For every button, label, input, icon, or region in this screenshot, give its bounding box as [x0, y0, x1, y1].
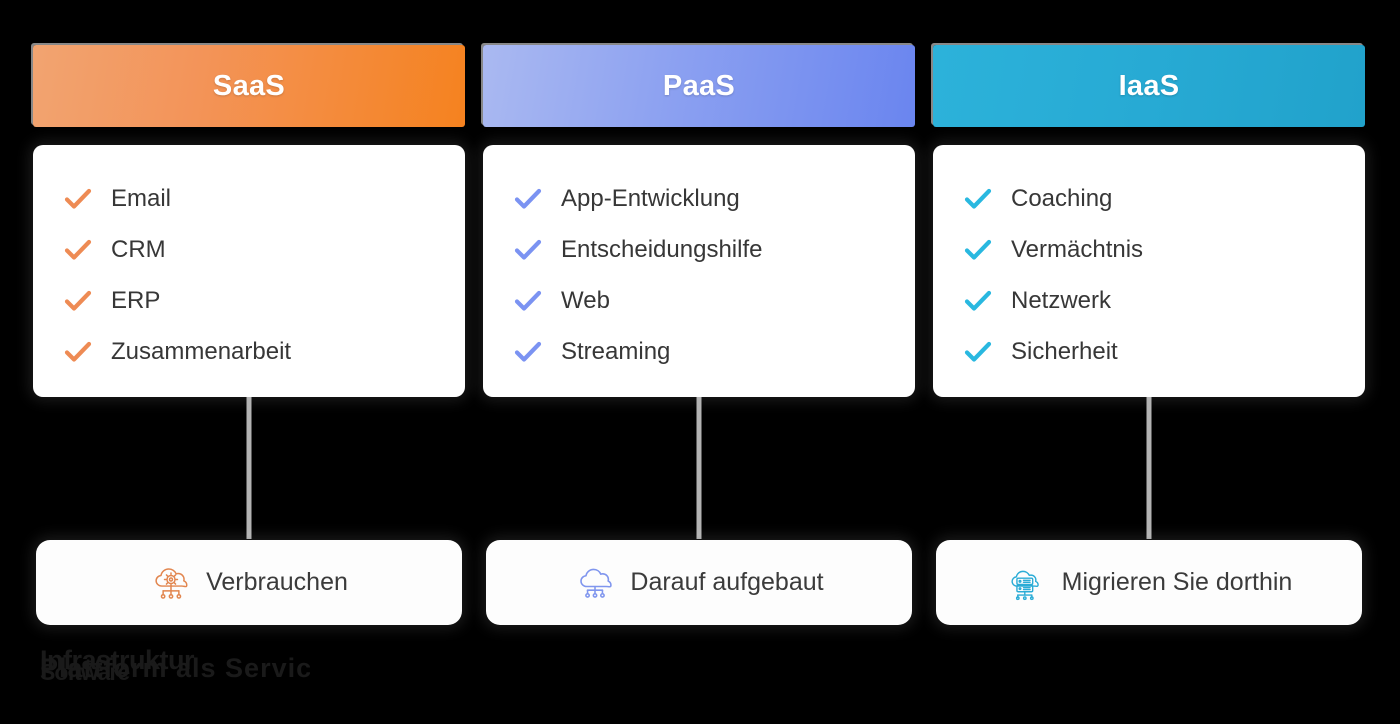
check-icon: [514, 188, 542, 209]
feature-label: CRM: [111, 235, 166, 263]
check-icon: [964, 290, 992, 311]
column-header-saas: SaaS: [33, 45, 465, 127]
feature-label: App-Entwicklung: [561, 184, 740, 212]
check-icon: [64, 239, 92, 260]
check-icon: [64, 341, 92, 362]
column-iaas: IaaS Coaching Vermächtnis: [933, 45, 1365, 625]
list-item: App-Entwicklung: [513, 173, 885, 224]
feature-label: Web: [561, 286, 610, 314]
feature-label: Vermächtnis: [1011, 235, 1144, 263]
list-item: Zusammenarbeit: [63, 326, 435, 377]
connector-line-saas: [246, 397, 252, 539]
column-paas: PaaS App-Entwicklung Entscheidungshilfe: [483, 45, 915, 625]
feature-card-paas: App-Entwicklung Entscheidungshilfe Web: [483, 145, 915, 397]
cloud-server-rack-icon: [1011, 570, 1039, 600]
list-item: ERP: [63, 275, 435, 326]
feature-label: Entscheidungshilfe: [561, 235, 763, 263]
feature-card-saas: Email CRM ERP: [33, 145, 465, 397]
check-icon: [514, 290, 542, 311]
feature-label: Streaming: [561, 337, 671, 365]
cloud-network-icon: [580, 568, 613, 598]
feature-label: Coaching: [1011, 184, 1113, 212]
feature-label: Sicherheit: [1011, 337, 1118, 365]
connector-line-iaas: [1146, 397, 1152, 539]
caption-line-1: Infrastruktur: [40, 645, 195, 675]
check-icon: [964, 239, 992, 260]
feature-label: ERP: [111, 286, 161, 314]
check-icon: [64, 290, 92, 311]
list-item: Streaming: [513, 326, 885, 377]
check-icon: [64, 188, 92, 209]
check-icon: [514, 239, 542, 260]
columns-container: SaaS Email CRM: [33, 45, 1367, 625]
list-item: Entscheidungshilfe: [513, 224, 885, 275]
check-icon: [514, 341, 542, 362]
list-item: Web: [513, 275, 885, 326]
list-item: Coaching: [963, 173, 1335, 224]
action-label: Migrieren Sie dorthin: [1061, 568, 1293, 596]
cloud-gear-network-icon: [155, 567, 188, 599]
list-item: CRM: [63, 224, 435, 275]
list-item: Netzwerk: [963, 275, 1335, 326]
column-header-iaas: IaaS: [933, 45, 1365, 127]
feature-card-iaas: Coaching Vermächtnis Netzwerk: [933, 145, 1365, 397]
column-header-paas: PaaS: [483, 45, 915, 127]
column-saas: SaaS Email CRM: [33, 45, 465, 625]
caption-line-2: Plattform als Service: [40, 653, 310, 683]
list-item: Email: [63, 173, 435, 224]
list-item: Sicherheit: [963, 326, 1335, 377]
feature-label: Netzwerk: [1011, 286, 1112, 314]
feature-label: Zusammenarbeit: [111, 337, 292, 365]
action-label: Darauf aufgebaut: [630, 568, 824, 596]
action-card-saas[interactable]: Verbrauchen: [36, 540, 462, 625]
caption-line-3: Software: [40, 659, 130, 685]
connector-line-paas: [696, 397, 702, 539]
check-icon: [964, 341, 992, 362]
action-label: Verbrauchen: [206, 568, 348, 596]
action-card-iaas[interactable]: Migrieren Sie dorthin: [936, 540, 1362, 625]
action-card-paas[interactable]: Darauf aufgebaut: [486, 540, 912, 625]
list-item: Vermächtnis: [963, 224, 1335, 275]
check-icon: [964, 188, 992, 209]
feature-label: Email: [111, 184, 172, 212]
obscured-caption: Infrastruktur Plattform als Service Soft…: [40, 645, 310, 693]
